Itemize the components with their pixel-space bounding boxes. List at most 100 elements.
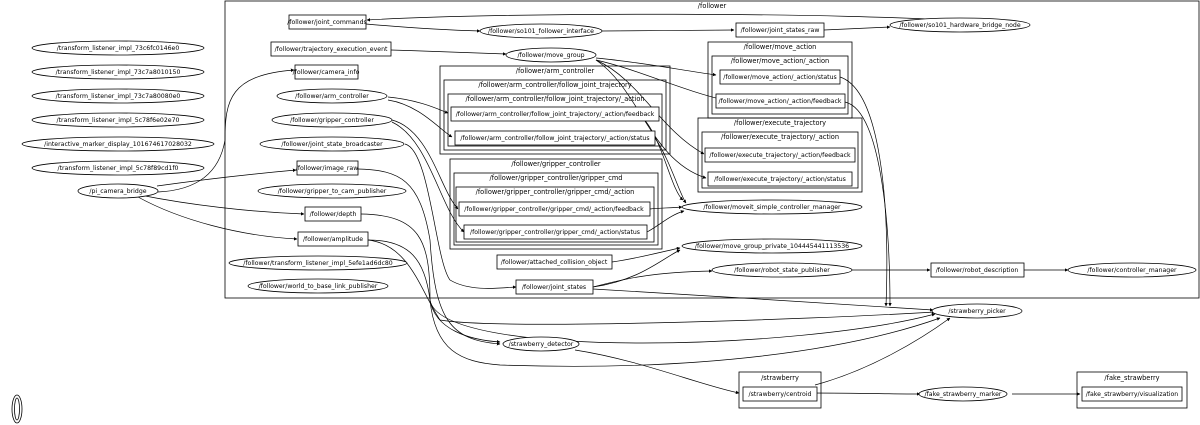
node-moveit-simple-controller-manager[interactable]: /follower/moveit_simple_controller_manag… xyxy=(681,199,863,215)
node-transform-listener-4[interactable]: /transform_listener_impl_5c78f6e02e70 xyxy=(31,112,205,128)
node-unnamed[interactable] xyxy=(11,394,23,424)
node-label: /follower/trajectory_execution_event xyxy=(275,46,388,53)
topic-amplitude[interactable]: /follower/amplitude xyxy=(297,231,369,247)
node-gripper-controller[interactable]: /follower/gripper_controller xyxy=(271,112,393,128)
node-fake-strawberry-marker[interactable]: /fake_strawberry_marker xyxy=(918,386,1008,402)
topic-attached-collision-object[interactable]: /follower/attached_collision_object xyxy=(496,254,613,270)
node-label: /follower/world_to_base_link_publisher xyxy=(259,283,378,290)
node-strawberry-detector[interactable]: /strawberry_detector xyxy=(502,336,580,352)
cluster-label: /follower/execute_trajectory xyxy=(734,119,826,127)
node-transform-listener-3[interactable]: /transform_listener_impl_73c7a80080e0 xyxy=(31,88,205,104)
node-label: /follower/moveit_simple_controller_manag… xyxy=(703,204,841,211)
cluster-arm-fjt: /follower/arm_controller/follow_joint_tr… xyxy=(443,79,667,151)
cluster-label: /follower/arm_controller xyxy=(516,67,595,75)
topic-joint-states[interactable]: /follower/joint_states xyxy=(515,279,594,295)
cluster-arm-fjt-action: /follower/arm_controller/follow_joint_tr… xyxy=(447,93,663,147)
cluster-label: /follower/arm_controller/follow_joint_tr… xyxy=(465,95,644,103)
node-move-group[interactable]: /follower/move_group xyxy=(505,47,597,63)
node-label: /transform_listener_impl_73c7a80080e0 xyxy=(56,93,181,100)
node-label: /follower/joint_states xyxy=(522,284,586,291)
edge xyxy=(809,392,921,396)
topic-move-action-feedback[interactable]: /follower/move_action/_action/feedback xyxy=(715,93,846,109)
node-label: /follower/move_action/_action/status xyxy=(723,74,837,81)
edge xyxy=(390,49,507,56)
edge xyxy=(595,59,729,103)
node-label: /follower/attached_collision_object xyxy=(501,259,608,266)
topic-trajectory-execution-event[interactable]: /follower/trajectory_execution_event xyxy=(270,41,392,57)
node-so101-follower-interface[interactable]: /follower/so101_follower_interface xyxy=(479,23,603,39)
edge xyxy=(157,68,295,193)
node-label: /transform_listener_impl_5c78f6e02e70 xyxy=(57,117,180,124)
topic-gripper-cmd-feedback[interactable]: /follower/gripper_controller/gripper_cmd… xyxy=(458,201,651,217)
edge xyxy=(574,349,740,395)
cluster-gripper-controller: /follower/gripper_controller xyxy=(449,158,663,250)
cluster-label: /follower xyxy=(698,2,727,10)
node-arm-controller[interactable]: /follower/arm_controller xyxy=(276,88,388,104)
cluster-label: /follower/execute_trajectory/_action xyxy=(721,133,839,141)
edges xyxy=(137,13,1081,396)
edge xyxy=(654,137,687,204)
node-move-group-private[interactable]: /follower/move_group_private_10444544111… xyxy=(681,238,863,254)
edge xyxy=(137,196,298,241)
cluster-label: /follower/arm_controller/follow_joint_tr… xyxy=(478,81,631,89)
node-follower-transform-listener[interactable]: /follower/transform_listener_impl_5efe1a… xyxy=(228,255,408,271)
node-pi-camera-bridge[interactable]: /pi_camera_bridge xyxy=(77,183,159,199)
node-interactive-marker-display[interactable]: /interactive_marker_display_101674617028… xyxy=(21,136,215,152)
node-transform-listener-1[interactable]: /transform_listener_impl_73c6fc0146e0 xyxy=(31,40,205,56)
node-label: /follower/gripper_controller xyxy=(290,117,374,124)
node-robot-state-publisher[interactable]: /follower/robot_state_publisher xyxy=(711,262,853,278)
edge xyxy=(844,101,892,307)
edge xyxy=(595,59,705,155)
node-transform-listener-5[interactable]: /transform_listener_impl_5c78f89cd1f0 xyxy=(31,160,205,176)
edge xyxy=(139,194,305,216)
node-label: /pi_camera_bridge xyxy=(89,188,146,195)
edge xyxy=(595,59,707,179)
topic-robot-description[interactable]: /follower/robot_description xyxy=(930,262,1025,278)
edge xyxy=(387,96,449,114)
node-label: /strawberry_picker xyxy=(948,308,1006,315)
node-label: /follower/amplitude xyxy=(303,236,363,243)
node-joint-state-broadcaster[interactable]: /follower/joint_state_broadcaster xyxy=(259,136,405,152)
topic-move-action-status[interactable]: /follower/move_action/_action/status xyxy=(719,69,841,85)
edge xyxy=(592,249,681,288)
node-transform-listener-2[interactable]: /transform_listener_impl_73c7a8010150 xyxy=(31,64,205,80)
topic-fjt-feedback[interactable]: /follower/arm_controller/follow_joint_tr… xyxy=(450,106,660,122)
topic-depth[interactable]: /follower/depth xyxy=(304,206,362,222)
edge xyxy=(387,99,453,138)
topic-gripper-cmd-status[interactable]: /follower/gripper_controller/gripper_cmd… xyxy=(463,224,648,240)
node-label: /follower/gripper_controller/gripper_cmd… xyxy=(464,206,644,213)
topic-image-raw[interactable]: /follower/image_raw xyxy=(296,160,359,176)
edge xyxy=(839,76,888,307)
topic-execute-trajectory-status[interactable]: /follower/execute_trajectory/_action/sta… xyxy=(707,171,853,187)
node-label: /transform_listener_impl_73c7a8010150 xyxy=(56,69,181,76)
edge xyxy=(365,23,481,33)
edge xyxy=(367,239,936,325)
node-so101-hardware-bridge[interactable]: /follower/so101_hardware_bridge_node xyxy=(889,17,1031,33)
node-label: /follower/joint_commands xyxy=(287,19,367,26)
node-strawberry-picker[interactable]: /strawberry_picker xyxy=(931,303,1023,319)
nodes: /transform_listener_impl_73c6fc0146e0 /t… xyxy=(11,14,1197,424)
cluster-label: /follower/move_action/_action xyxy=(731,57,829,65)
node-label: /follower/execute_trajectory/_action/fee… xyxy=(709,152,851,159)
topic-joint-states-raw[interactable]: /follower/joint_states_raw xyxy=(735,22,825,38)
topic-execute-trajectory-feedback[interactable]: /follower/execute_trajectory/_action/fee… xyxy=(704,147,856,163)
topic-joint-commands[interactable]: /follower/joint_commands xyxy=(287,14,367,30)
edge xyxy=(391,119,459,210)
edge xyxy=(156,168,297,187)
topic-fjt-status[interactable]: /follower/arm_controller/follow_joint_tr… xyxy=(454,130,656,146)
cluster-label: /strawberry xyxy=(761,374,799,382)
node-controller-manager[interactable]: /follower/controller_manager xyxy=(1067,262,1197,278)
node-label: /follower/controller_manager xyxy=(1087,267,1177,274)
topic-fake-strawberry-visualization[interactable]: /fake_strawberry/visualization xyxy=(1081,386,1183,402)
node-label: /follower/gripper_controller/gripper_cmd… xyxy=(470,229,640,236)
cluster-label: /follower/gripper_controller xyxy=(511,160,601,168)
cluster-label: /follower/gripper_controller/gripper_cmd… xyxy=(476,188,635,196)
node-label: /fake_strawberry/visualization xyxy=(1086,391,1179,398)
edge xyxy=(391,121,465,233)
topic-camera-info[interactable]: /follower/camera_info xyxy=(293,64,360,80)
edge xyxy=(366,13,981,23)
node-label: /follower/camera_info xyxy=(293,69,360,76)
node-gripper-to-cam-publisher[interactable]: /follower/gripper_to_cam_publisher xyxy=(257,183,407,199)
node-world-to-base-link-publisher[interactable]: /follower/world_to_base_link_publisher xyxy=(247,278,389,294)
topic-strawberry-centroid[interactable]: /strawberry/centroid xyxy=(742,386,818,402)
